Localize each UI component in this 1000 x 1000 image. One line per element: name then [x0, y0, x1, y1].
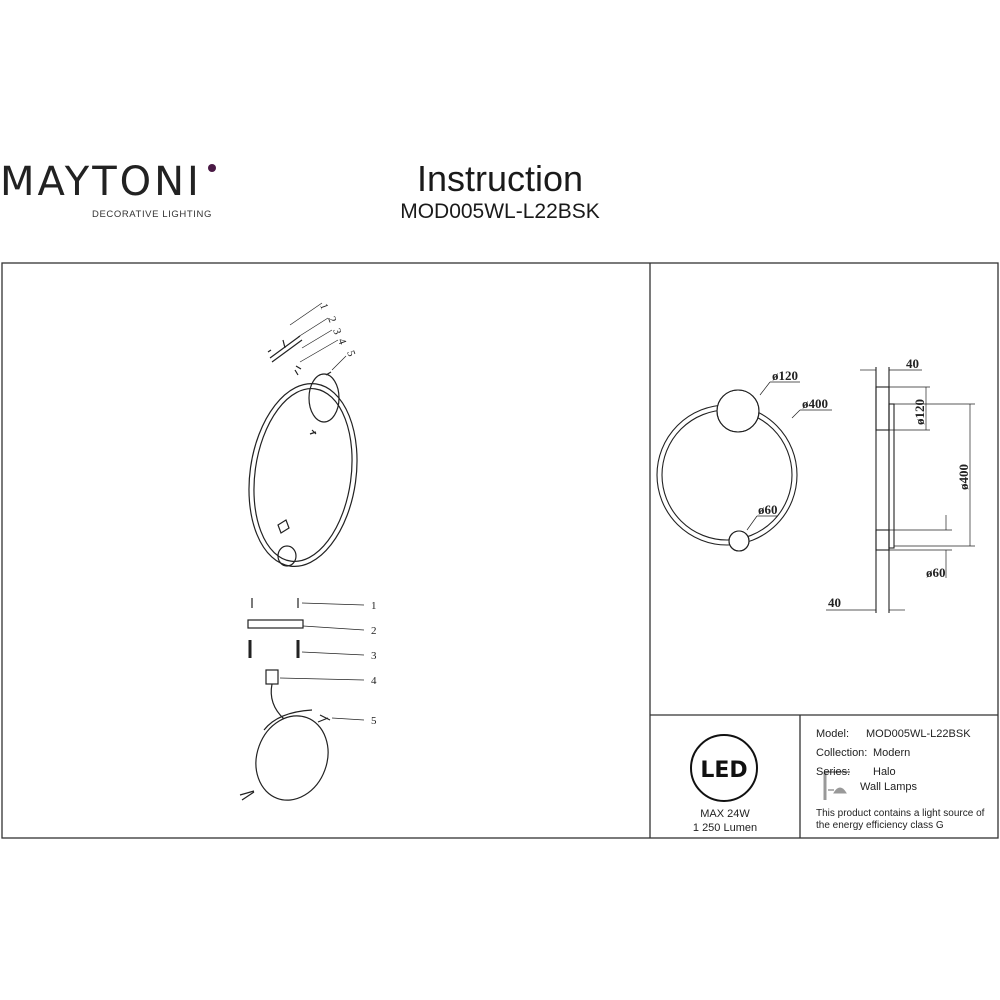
logo-dot	[208, 164, 216, 172]
series-value: Halo	[873, 766, 896, 778]
lumen-rating: 1 250 Lumen	[692, 822, 758, 834]
power-rating: MAX 24W	[700, 808, 750, 820]
callout-4: 4	[371, 675, 377, 687]
collection-value: Modern	[873, 747, 911, 759]
category-label: Wall Lamps	[860, 781, 918, 793]
side-view-drawing	[826, 367, 975, 613]
wall-lamp-icon	[823, 771, 850, 800]
callout-1: 1	[371, 600, 377, 612]
dim-side-40-top: 40	[906, 356, 919, 371]
dim-side-60: ø60	[926, 565, 946, 580]
exploded-lamp-drawing	[248, 302, 358, 568]
led-badge: LED	[690, 734, 758, 802]
callout-4: 4	[335, 337, 348, 347]
dim-side-400: ø400	[956, 464, 971, 490]
dim-front-60: ø60	[758, 502, 778, 517]
brand-tagline: DECORATIVE LIGHTING	[92, 209, 212, 220]
callout-2: 2	[371, 625, 377, 637]
series-label: Series:	[816, 766, 851, 778]
brand-name: MAYTONI	[0, 159, 202, 205]
model-number: MOD005WL-L22BSK	[400, 200, 600, 223]
dim-front-400: ø400	[802, 396, 828, 411]
callout-3: 3	[330, 327, 343, 337]
callout-3: 3	[371, 650, 377, 662]
bottom-callouts: 1 2 3 4 5	[371, 600, 377, 727]
frame	[1, 262, 999, 839]
model-value: MOD005WL-L22BSK	[866, 728, 971, 740]
collection-label: Collection:	[816, 747, 868, 759]
led-text: LED	[700, 758, 747, 783]
front-view-drawing	[656, 381, 832, 552]
energy-note: This product contains a light source of …	[816, 808, 985, 831]
model-label: Model:	[816, 728, 850, 740]
dim-side-40-bottom: 40	[828, 595, 841, 610]
page-title: Instruction	[416, 158, 584, 199]
brand-logo: MAYTONI DECORATIVE LIGHTING	[0, 159, 225, 220]
dim-front-120: ø120	[772, 368, 798, 383]
callout-2: 2	[325, 315, 338, 324]
mounting-parts-drawing	[239, 598, 365, 801]
callout-5: 5	[344, 349, 357, 359]
callout-1: 1	[317, 302, 330, 311]
top-callouts: 1 2 3 4 5	[317, 302, 357, 359]
dim-side-120: ø120	[912, 399, 927, 425]
callout-5: 5	[371, 715, 377, 727]
